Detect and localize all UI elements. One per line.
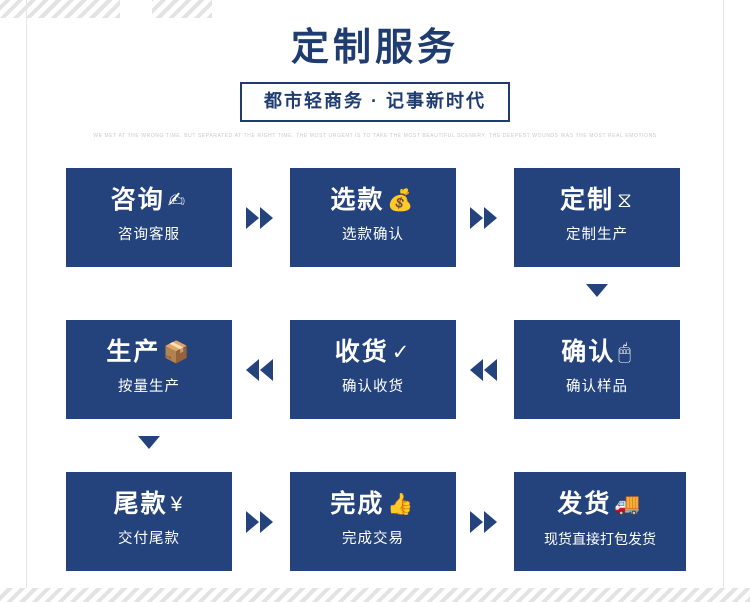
flow-step-title-text: 定制 xyxy=(560,186,615,214)
money-bag-icon: 💰 xyxy=(387,188,416,212)
flow-step-title: 生产 📦 xyxy=(66,337,232,367)
flow-step-sub: 确认收货 xyxy=(342,379,404,395)
arrow-production-to-balance xyxy=(138,436,160,449)
flow-step-title: 选款 💰 xyxy=(290,185,456,215)
subtitle-box: 都市轻商务 · 记事新时代 xyxy=(240,82,510,122)
flow-step-title: 咨询 ✍ xyxy=(66,185,232,215)
flow-step-confirm[interactable]: 确认 🖱 确认样品 xyxy=(514,320,680,419)
flow-step-shipping[interactable]: 发货 🚚 现货直接打包发货 xyxy=(514,472,686,571)
thumbs-up-icon: 👍 xyxy=(387,492,416,516)
flow-step-title-text: 尾款 xyxy=(113,490,168,518)
top-stripe-band xyxy=(0,0,750,18)
flow-step-title-text: 发货 xyxy=(557,490,612,518)
flow-step-select[interactable]: 选款 💰 选款确认 xyxy=(290,168,456,267)
flow-step-sub: 确认样品 xyxy=(566,379,628,395)
flow-row-3: 尾款 ¥ 交付尾款 完成 👍 完成交易 发货 🚚 现货直接打包发货 xyxy=(66,472,686,571)
flow-step-sub: 完成交易 xyxy=(342,531,404,547)
flow-step-title-text: 收货 xyxy=(334,338,389,366)
english-tagline: WE MET AT THE WRONG TIME, BUT SEPARATED … xyxy=(93,133,657,139)
check-circle-icon: ✓ xyxy=(391,340,412,364)
flow-step-title: 完成 👍 xyxy=(290,489,456,519)
hourglass-icon: ⧖ xyxy=(617,188,634,212)
flow-step-title-text: 完成 xyxy=(330,490,385,518)
cursor-click-icon: 🖱 xyxy=(618,340,633,364)
left-vertical-rule xyxy=(26,0,27,602)
flow-step-sub: 交付尾款 xyxy=(118,531,180,547)
flow-step-sub: 现货直接打包发货 xyxy=(544,531,656,547)
flow-step-sub: 选款确认 xyxy=(342,227,404,243)
process-flow-diagram: 咨询 ✍ 咨询客服 选款 💰 选款确认 定制 ⧖ 定制生产 xyxy=(66,168,686,571)
flow-step-complete[interactable]: 完成 👍 完成交易 xyxy=(290,472,456,571)
stripe-block-left xyxy=(0,0,120,18)
stripe-block-right xyxy=(152,0,212,18)
flow-step-consult[interactable]: 咨询 ✍ 咨询客服 xyxy=(66,168,232,267)
flow-step-title: 尾款 ¥ xyxy=(66,489,232,519)
bottom-stripe-band xyxy=(0,588,750,602)
flow-step-sub: 按量生产 xyxy=(118,379,180,395)
delivery-truck-icon: 🚚 xyxy=(614,492,643,516)
page-title: 定制服务 xyxy=(290,27,459,69)
page-header: 定制服务 都市轻商务 · 记事新时代 WE MET AT THE WRONG T… xyxy=(0,22,750,140)
flow-step-balance-payment[interactable]: 尾款 ¥ 交付尾款 xyxy=(66,472,232,571)
flow-step-customize[interactable]: 定制 ⧖ 定制生产 xyxy=(514,168,680,267)
flow-row-1: 咨询 ✍ 咨询客服 选款 💰 选款确认 定制 ⧖ 定制生产 xyxy=(66,168,686,297)
package-icon: 📦 xyxy=(163,340,192,364)
flow-step-title-text: 生产 xyxy=(106,338,161,366)
flow-step-sub: 咨询客服 xyxy=(118,227,180,243)
flow-step-title: 收货 ✓ xyxy=(290,337,456,367)
flow-step-title: 发货 🚚 xyxy=(514,489,686,519)
arrow-customize-to-confirm xyxy=(586,284,608,297)
page-subtitle: 都市轻商务 · 记事新时代 xyxy=(264,91,486,111)
flow-step-receive[interactable]: 收货 ✓ 确认收货 xyxy=(290,320,456,419)
flow-step-title: 定制 ⧖ xyxy=(514,185,680,215)
flow-step-production[interactable]: 生产 📦 按量生产 xyxy=(66,320,232,419)
note-pencil-icon: ✍ xyxy=(167,188,188,212)
flow-step-sub: 定制生产 xyxy=(566,227,628,243)
yen-circle-icon: ¥ xyxy=(170,492,185,516)
flow-row-2: 生产 📦 按量生产 收货 ✓ 确认收货 确认 🖱 确认样品 xyxy=(66,320,686,449)
flow-step-title-text: 选款 xyxy=(330,186,385,214)
flow-step-title-text: 咨询 xyxy=(110,186,165,214)
flow-step-title: 确认 🖱 xyxy=(514,337,680,367)
flow-step-title-text: 确认 xyxy=(561,338,616,366)
right-vertical-rule xyxy=(723,0,724,602)
